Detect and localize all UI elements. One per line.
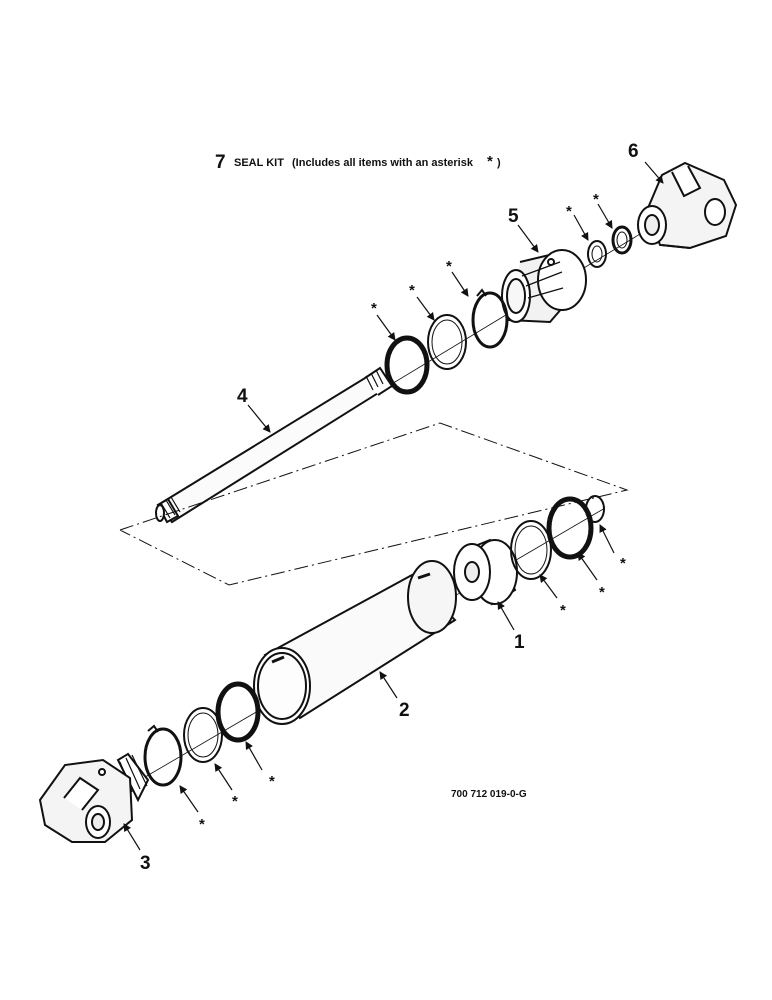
base-clevis <box>38 752 150 843</box>
callout-rod-clevis: 6 <box>628 141 639 162</box>
seal-marker-asterisk: * <box>409 282 415 299</box>
callout-piston: 5 <box>508 206 519 227</box>
piston-rod <box>155 366 394 524</box>
callout-base-clevis: 3 <box>140 853 151 874</box>
rod-clevis-seal-ring-inner <box>587 240 607 268</box>
end-cap-backup-ring <box>510 520 552 580</box>
piston-retaining-ring <box>471 288 509 349</box>
seal-marker-asterisk: * <box>446 258 452 275</box>
seal-marker-asterisk: * <box>566 203 572 220</box>
seal-kit-asterisk: * <box>487 153 493 170</box>
seal-kit-note: (Includes all items with an asterisk <box>292 157 474 169</box>
seal-marker-asterisk: * <box>560 602 566 619</box>
callout-barrel: 2 <box>399 700 410 721</box>
callout-piston-rod: 4 <box>237 386 248 407</box>
leader-lines <box>123 161 664 851</box>
barrel-end-cap <box>453 538 518 606</box>
callout-barrel-end-cap: 1 <box>514 632 525 653</box>
rod-clevis <box>637 161 738 250</box>
seal-marker-asterisk: * <box>232 793 238 810</box>
piston-o-ring <box>384 335 430 395</box>
seal-marker-asterisk: * <box>371 300 377 317</box>
end-cap-o-ring <box>546 496 594 560</box>
base-retaining-ring <box>143 724 183 787</box>
piston <box>501 249 587 324</box>
seal-marker-asterisk: * <box>269 773 275 790</box>
drawing-number: 700 712 019-0-G <box>451 789 527 800</box>
barrel <box>253 560 457 725</box>
seal-kit-number: 7 <box>215 152 226 173</box>
seal-kit-close: ) <box>497 157 501 169</box>
phantom-assembly-line <box>119 422 629 586</box>
rod-clevis-seal-ring-outer <box>611 225 633 255</box>
end-cap-small-seal <box>585 495 605 523</box>
base-backup-ring <box>183 707 223 763</box>
piston-backup-ring <box>427 314 467 370</box>
seal-marker-asterisk: * <box>620 555 626 572</box>
base-o-ring <box>215 681 261 743</box>
seal-marker-asterisk: * <box>599 584 605 601</box>
seal-marker-asterisk: * <box>593 191 599 208</box>
seal-kit-heading: 7 SEAL KIT (Includes all items with an a… <box>215 152 501 173</box>
seal-marker-asterisk: * <box>199 816 205 833</box>
seal-kit-label: SEAL KIT <box>234 157 284 169</box>
